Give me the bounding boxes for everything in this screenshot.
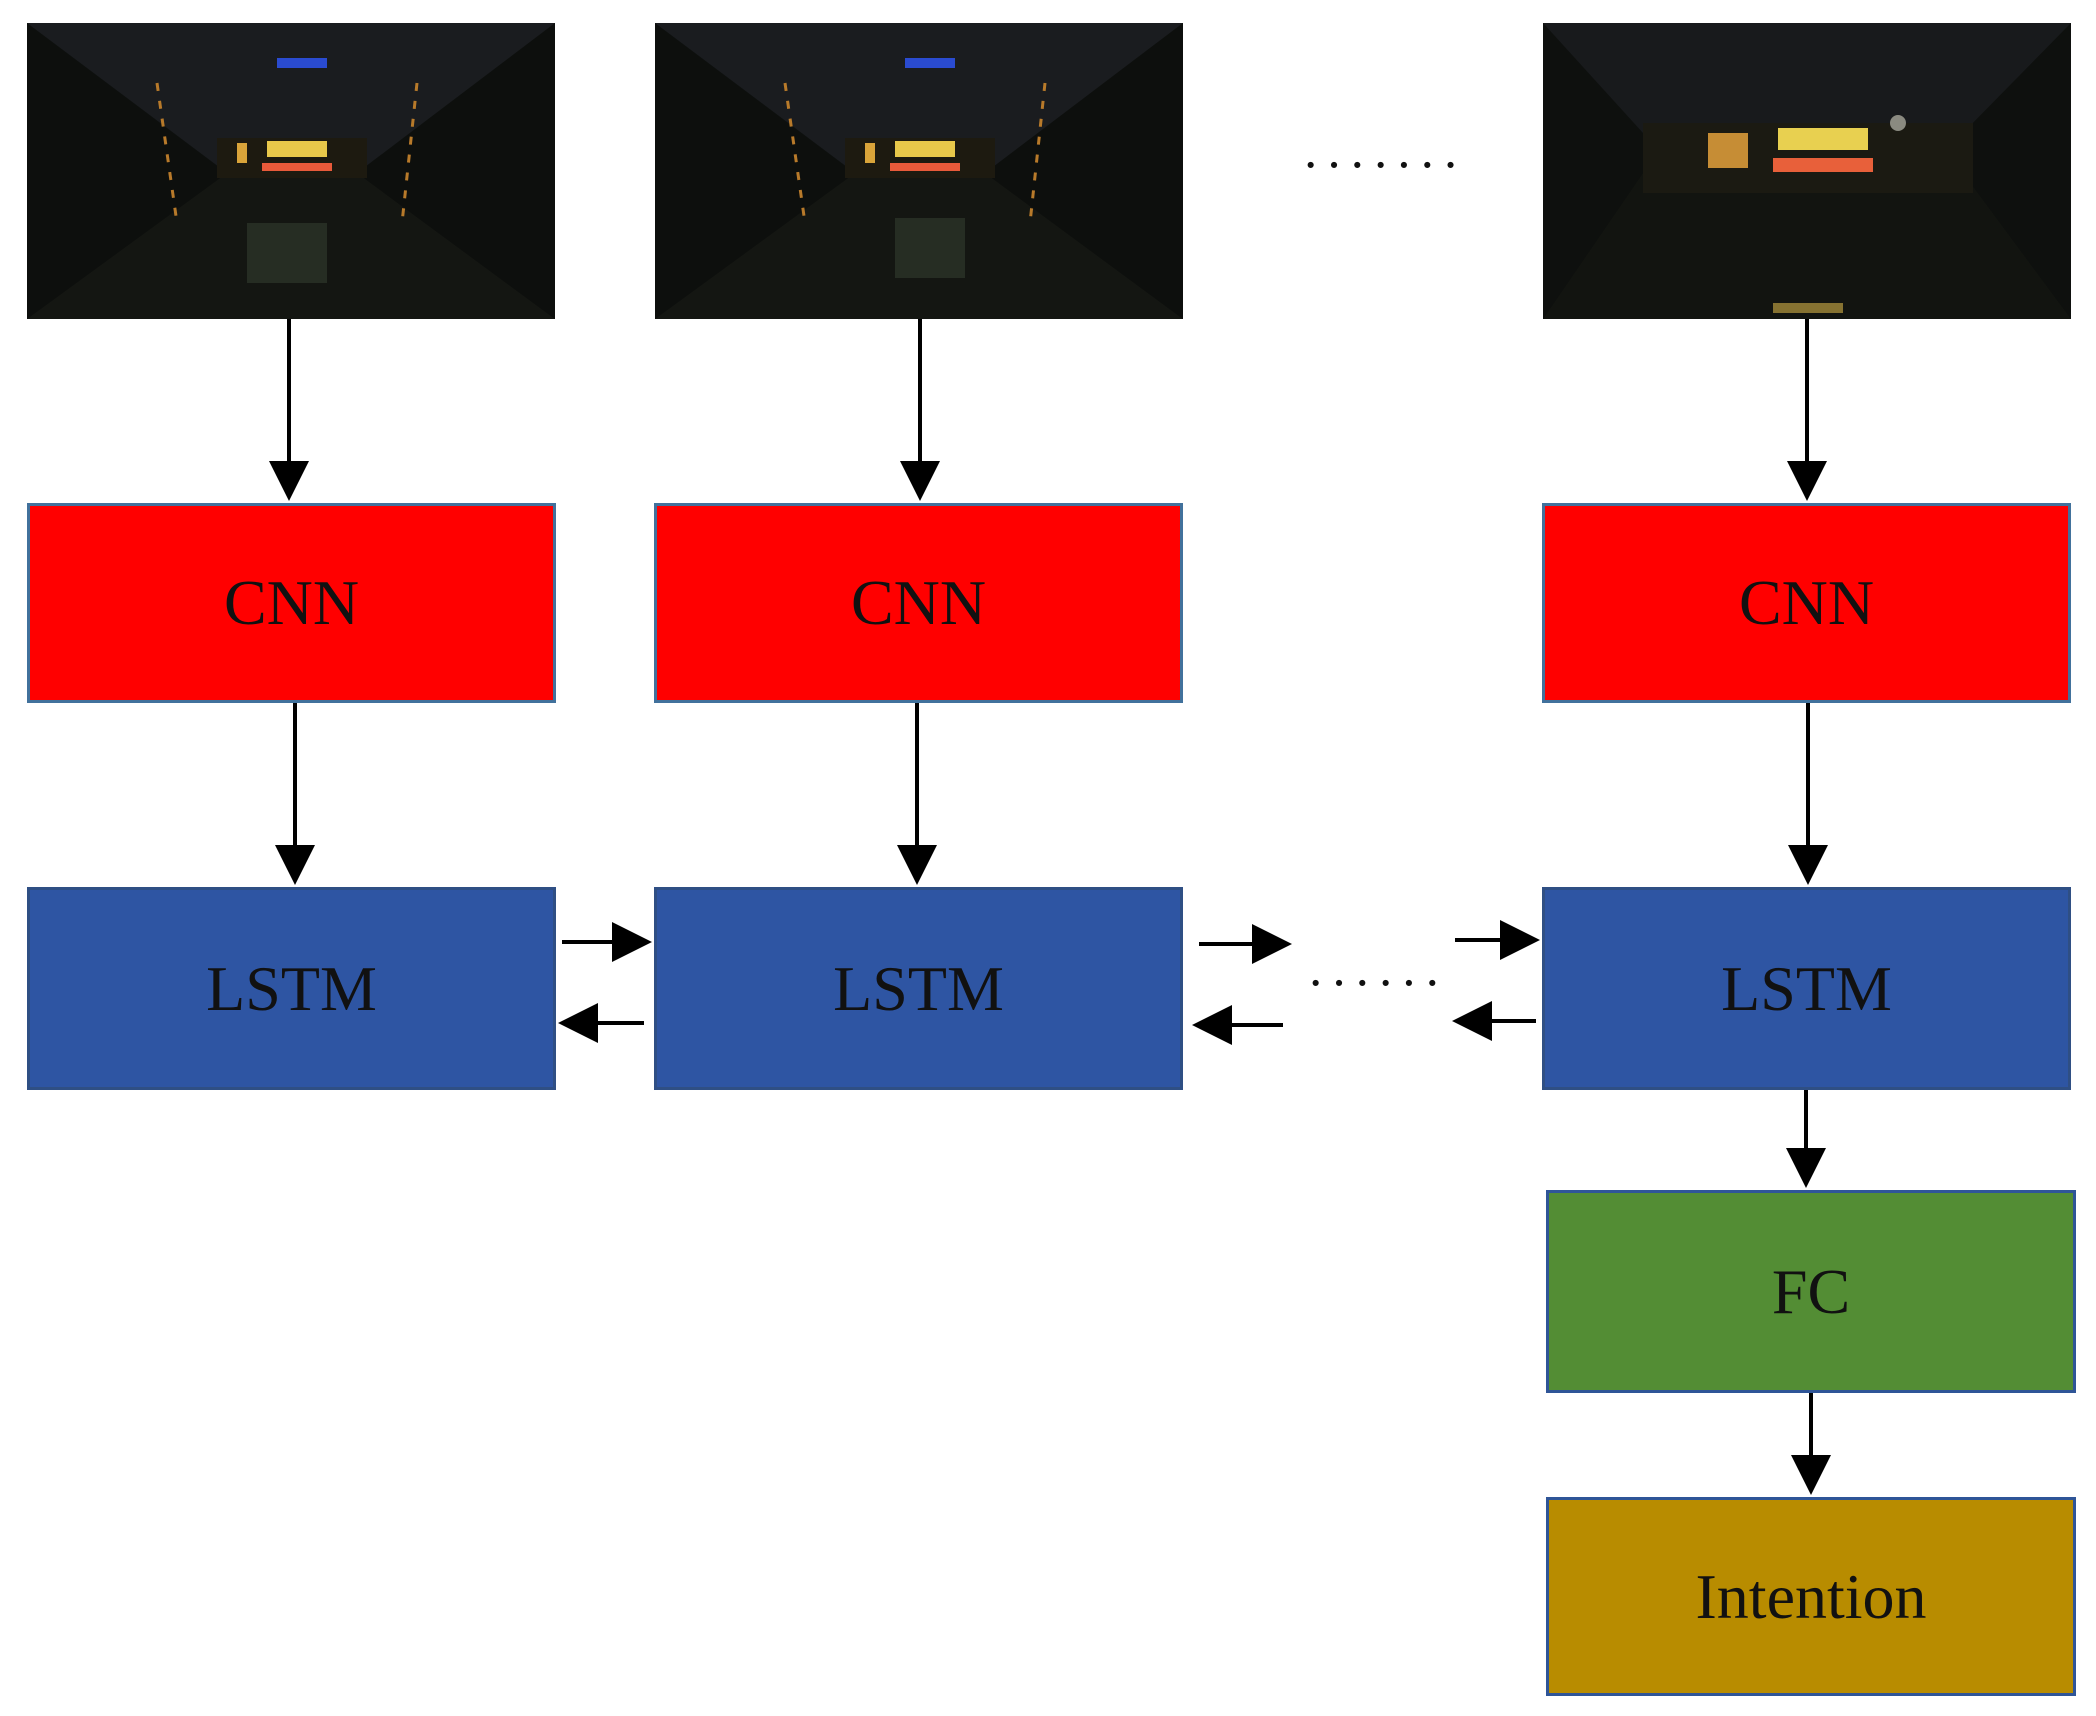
lstm-label: LSTM	[206, 952, 377, 1024]
tunnel-image-icon	[1543, 23, 2071, 319]
cnn-block-n: CNN	[1542, 503, 2071, 703]
input-frame-n	[1543, 23, 2071, 319]
tunnel-image-icon	[27, 23, 555, 319]
frames-ellipsis: ·······	[1302, 137, 1466, 194]
cnn-block-2: CNN	[654, 503, 1183, 703]
tunnel-image-icon	[655, 23, 1183, 319]
cnn-label: CNN	[223, 567, 360, 638]
cnn-block-1: CNN	[27, 503, 556, 703]
lstm-block-n: LSTM	[1542, 887, 2071, 1090]
intention-block: Intention	[1546, 1497, 2076, 1696]
intention-label: Intention	[1695, 1560, 1927, 1632]
cnn-label: CNN	[1738, 567, 1875, 638]
cnn-label: CNN	[850, 567, 987, 638]
lstm-label: LSTM	[833, 952, 1004, 1024]
lstm-label: LSTM	[1721, 952, 1892, 1024]
lstm-block-2: LSTM	[654, 887, 1183, 1090]
input-frame-1	[27, 23, 555, 319]
input-frame-2	[655, 23, 1183, 319]
lstm-ellipsis: ······	[1307, 955, 1447, 1012]
fc-block: FC	[1546, 1190, 2076, 1393]
lstm-block-1: LSTM	[27, 887, 556, 1090]
fc-label: FC	[1771, 1255, 1851, 1327]
